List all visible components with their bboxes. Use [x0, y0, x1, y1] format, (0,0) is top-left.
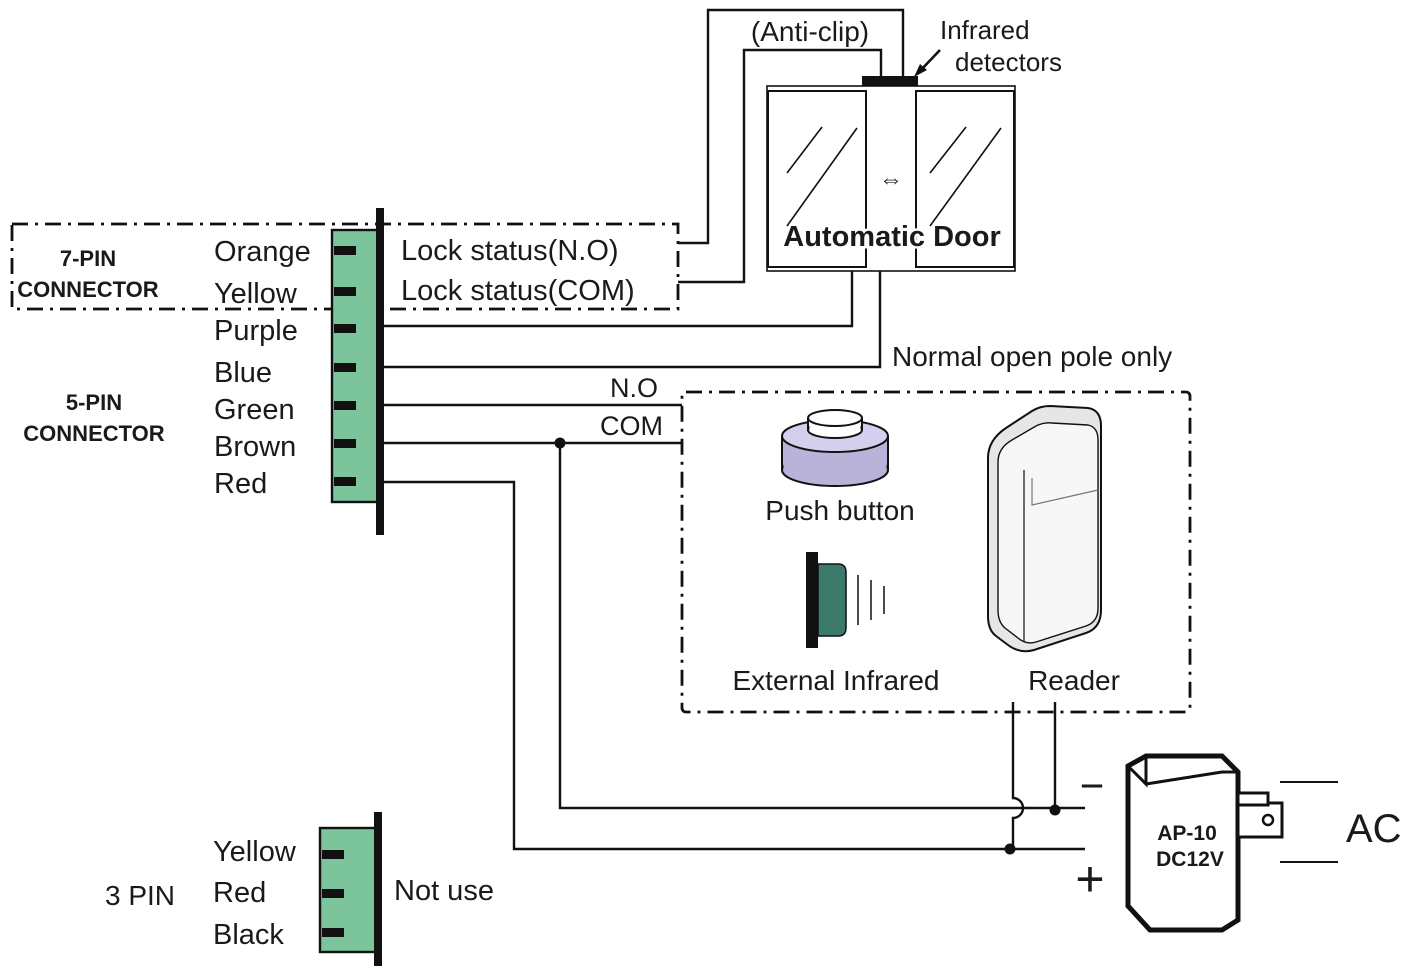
external-infrared-device — [806, 552, 885, 648]
anti-clip-wire-inner — [678, 48, 883, 284]
devices-dashed-box — [680, 390, 1192, 714]
power-minus-sign: − — [1080, 762, 1105, 809]
five-pin-title-line1: 5-PIN — [66, 390, 122, 415]
push-button-cap-top — [807, 409, 863, 427]
main-connector — [330, 208, 384, 535]
wire-label-brown: Brown — [214, 431, 296, 463]
adapter-voltage: DC12V — [1156, 848, 1224, 871]
reader-device — [987, 404, 1102, 653]
door-left-panel — [767, 90, 867, 268]
wire-label-orange: Orange — [214, 236, 311, 268]
infrared-plate — [806, 552, 818, 648]
adapter-body — [1125, 753, 1241, 933]
lock-status-no: Lock status(N.O) — [401, 235, 619, 267]
reader-label: Reader — [1028, 665, 1120, 696]
door-label: Automatic Door — [783, 221, 1001, 253]
wire-label-blue: Blue — [214, 357, 272, 389]
junction-plus — [1004, 843, 1016, 855]
pin-red — [334, 477, 356, 486]
door-frame — [766, 85, 1016, 272]
pin-purple — [334, 324, 356, 333]
adapter-plug-housing — [1236, 801, 1284, 839]
reader-face — [997, 422, 1099, 644]
wire-blue — [383, 271, 882, 369]
normal-open-label: Normal open pole only — [892, 341, 1172, 372]
door-right-panel — [915, 90, 1015, 268]
not-use-label: Not use — [394, 875, 494, 907]
seven-pin-dashed-box — [10, 222, 680, 311]
three-pin-red — [322, 889, 344, 898]
seven-pin-title-line2: CONNECTOR — [17, 277, 158, 302]
pin-yellow — [334, 287, 356, 296]
three-pin-yellow — [322, 850, 344, 859]
seven-pin-title-line1: 7-PIN — [60, 246, 116, 271]
three-pin-label-red: Red — [213, 877, 266, 909]
lock-status-com: Lock status(COM) — [401, 275, 635, 307]
reader-wire-left — [1011, 702, 1025, 849]
wire-label-green: Green — [214, 394, 295, 426]
push-button-device — [781, 409, 889, 487]
power-plus-sign: + — [1075, 851, 1104, 907]
wire-purple — [383, 271, 854, 328]
adapter-prong — [1236, 791, 1270, 807]
reader-window-line — [1031, 478, 1099, 506]
anti-clip-label: (Anti-clip) — [751, 16, 869, 47]
wire-brown-to-minus — [558, 443, 1085, 810]
pin-brown — [334, 439, 356, 448]
infrared-label-line2: detectors — [955, 47, 1062, 77]
adapter-bevel — [1126, 756, 1238, 788]
three-pin-title: 3 PIN — [105, 880, 175, 911]
seven-pin-group: 7-PIN CONNECTOR — [10, 222, 680, 311]
wire-red-to-plus — [383, 480, 1085, 851]
external-infrared-label: External Infrared — [733, 665, 940, 696]
wire-label-purple: Purple — [214, 315, 298, 347]
adapter-plug-hole — [1261, 813, 1275, 827]
glass-line — [786, 126, 823, 174]
infrared-pointer-head — [914, 64, 927, 77]
anti-clip-wire-outer — [678, 8, 905, 245]
switch-com-label: COM — [600, 411, 663, 441]
infrared-label-line1: Infrared — [940, 15, 1030, 45]
pin-green — [334, 401, 356, 410]
three-pin-label-black: Black — [213, 919, 284, 951]
three-pin-black — [322, 928, 344, 937]
door-slide-arrow: ⇔ — [879, 166, 903, 193]
glass-line — [929, 127, 1002, 227]
push-button-label: Push button — [765, 495, 914, 526]
automatic-door: ⇔ Automatic Door — [766, 85, 1016, 272]
glass-line — [786, 127, 858, 227]
three-pin-connector — [318, 812, 382, 966]
power-adapter: AP-10 DC12V — [1125, 753, 1284, 933]
ac-label: AC — [1346, 807, 1402, 851]
junction-minus — [1049, 804, 1061, 816]
wire-label-yellow: Yellow — [214, 278, 298, 310]
switch-no-label: N.O — [610, 373, 658, 403]
infrared-detector-bar — [862, 76, 918, 86]
three-pin-label-yellow: Yellow — [213, 836, 297, 868]
infrared-lens — [817, 563, 847, 637]
wire-label-red: Red — [214, 468, 267, 500]
adapter-model: AP-10 — [1157, 822, 1217, 845]
glass-line — [929, 126, 967, 174]
five-pin-title-line2: CONNECTOR — [23, 421, 164, 446]
pin-blue — [334, 363, 356, 372]
pin-orange — [334, 246, 356, 255]
